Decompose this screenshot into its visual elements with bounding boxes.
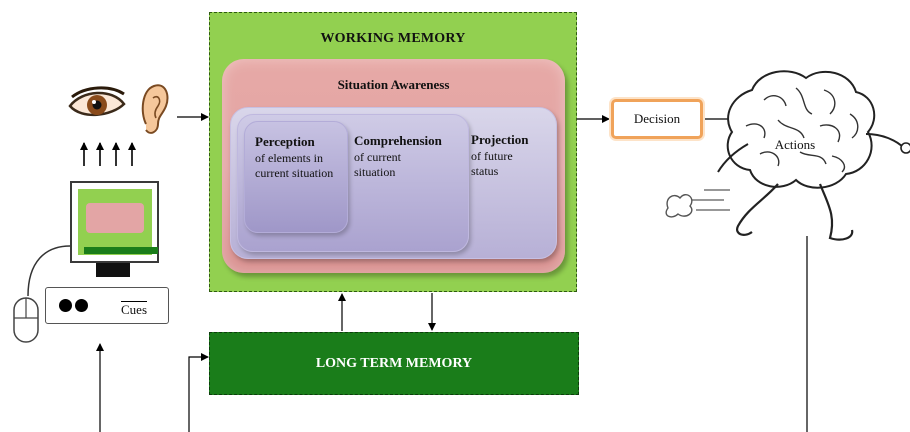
keyboard-dot-left <box>59 299 72 312</box>
cues-label: Cues <box>121 301 147 317</box>
perception-text: of elements in current situation <box>255 151 334 180</box>
projection-text: of future status <box>471 149 513 178</box>
monitor-icon <box>70 181 159 263</box>
thumbnail-situation-awareness <box>86 203 144 233</box>
comprehension-text: of current situation <box>354 150 401 179</box>
projection-heading: Projection <box>471 132 529 147</box>
comprehension-box: Perception of elements in current situat… <box>237 114 469 252</box>
actions-label: Actions <box>774 137 816 152</box>
perception-box: Perception of elements in current situat… <box>244 121 348 233</box>
decision-box: Decision <box>611 99 703 139</box>
feedback-to-ltm-arrow <box>188 353 209 432</box>
long-term-memory-box: LONG TERM MEMORY <box>209 332 579 395</box>
running-brain-icon <box>665 70 910 241</box>
monitor-stand <box>96 263 130 277</box>
keyboard-icon <box>45 287 169 324</box>
keyboard-dot-right <box>75 299 88 312</box>
situation-awareness-title: Situation Awareness <box>337 77 450 92</box>
thumbnail-long-term-memory <box>84 247 158 254</box>
working-memory-title: WORKING MEMORY <box>320 31 466 46</box>
situation-awareness-box: Situation Awareness Perception of elemen… <box>222 59 565 273</box>
projection-box: Perception of elements in current situat… <box>230 107 557 259</box>
working-memory-box: WORKING MEMORY Situation Awareness Perce… <box>209 12 577 292</box>
perception-heading: Perception <box>255 134 315 149</box>
comprehension-heading: Comprehension <box>354 133 442 148</box>
mouse-cable <box>27 245 71 297</box>
mouse-icon <box>13 297 39 343</box>
eye-icon <box>68 86 126 117</box>
monitor-screen-thumbnail <box>78 189 158 255</box>
ear-icon <box>141 84 169 134</box>
